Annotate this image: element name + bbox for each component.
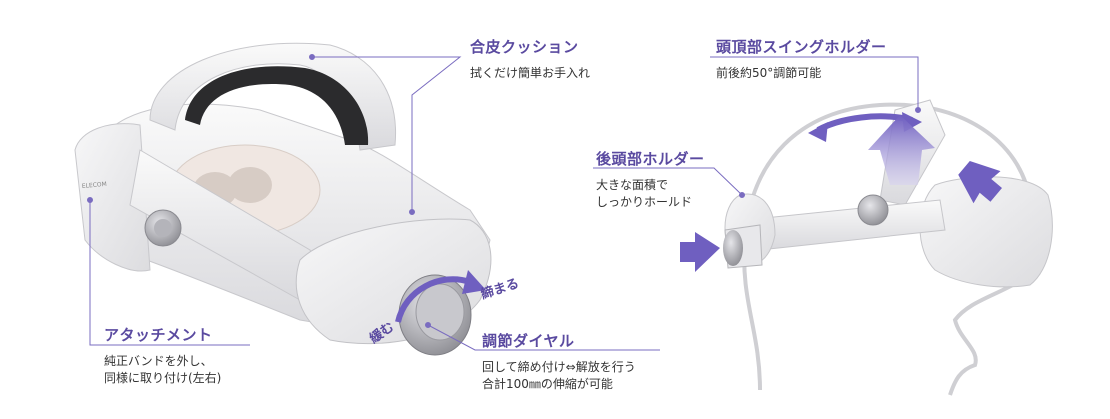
dial-rotate-arrow bbox=[395, 276, 471, 323]
device-brand: ELECOM bbox=[82, 181, 108, 190]
callout-desc: 合計100㎜の伸縮が可能 bbox=[482, 377, 613, 391]
headstrap-product: ELECOM bbox=[74, 42, 492, 356]
callout-desc: 前後約50°調節可能 bbox=[716, 66, 822, 80]
push-arrow-rear bbox=[680, 232, 720, 272]
dial-arrow-head bbox=[462, 270, 486, 294]
callout-desc: 大きな面積で bbox=[596, 178, 669, 192]
callout-title: 頭頂部スイングホルダー bbox=[716, 38, 887, 56]
callout-title: 後頭部ホルダー bbox=[596, 150, 705, 168]
callout-attachment: アタッチメント 純正バンドを外し、 同様に取り付け(左右) bbox=[104, 324, 221, 387]
head-silhouette-product bbox=[680, 99, 1053, 396]
callout-rear-holder: 後頭部ホルダー 大きな面積で しっかりホールド bbox=[596, 148, 705, 211]
callout-lines bbox=[87, 54, 921, 351]
up-arrow bbox=[868, 115, 935, 185]
callout-desc: 拭くだけ簡単お手入れ bbox=[470, 66, 591, 80]
swing-arrow-head-left bbox=[808, 122, 828, 142]
callout-top-holder: 頭頂部スイングホルダー 前後約50°調節可能 bbox=[716, 36, 887, 82]
callout-desc: 同様に取り付け(左右) bbox=[104, 371, 222, 385]
callout-cushion: 合皮クッション 拭くだけ簡単お手入れ bbox=[470, 36, 590, 82]
callout-title: 合皮クッション bbox=[470, 38, 579, 56]
callout-desc: しっかりホールド bbox=[596, 195, 693, 209]
callout-desc: 純正バンドを外し、 bbox=[104, 354, 213, 368]
callout-title: アタッチメント bbox=[104, 326, 213, 344]
callout-title: 調節ダイヤル bbox=[482, 332, 575, 350]
push-arrow-front bbox=[958, 161, 1002, 204]
callout-dial: 調節ダイヤル 回して締め付け⇔解放を行う 合計100㎜の伸縮が可能 bbox=[482, 330, 636, 393]
callout-desc: 回して締め付け⇔解放を行う bbox=[482, 360, 636, 374]
